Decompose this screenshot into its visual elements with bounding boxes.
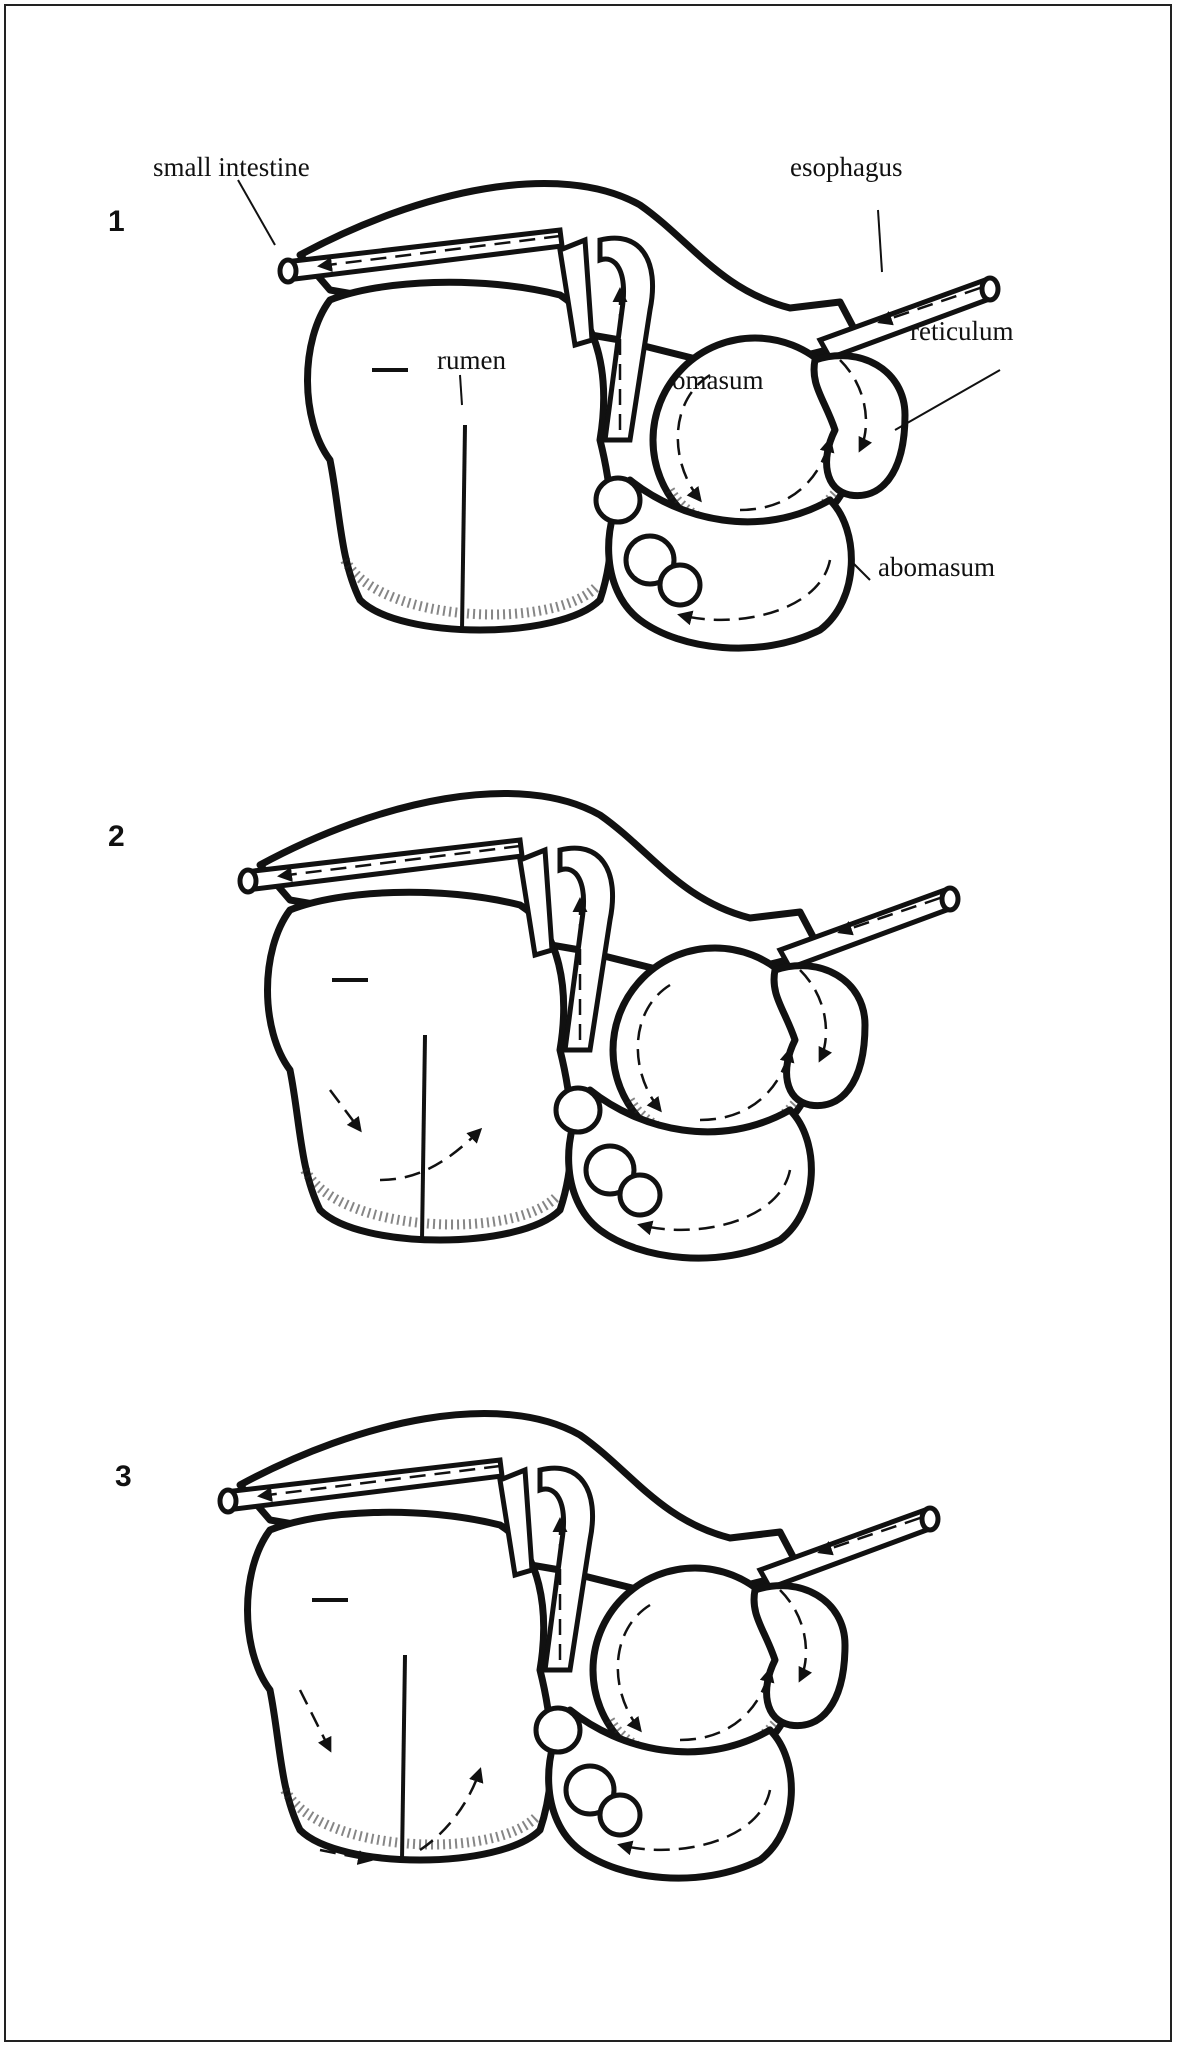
stomach-diagram-3 [0, 1290, 1178, 1930]
panel-2: 2 [0, 660, 1178, 1300]
label-rumen: rumen [437, 345, 506, 376]
stomach-diagram-2 [0, 660, 1178, 1300]
label-reticulum: reticulum [910, 316, 1013, 347]
label-esophagus: esophagus [790, 152, 902, 183]
panel-number: 1 [108, 205, 125, 239]
panel-number: 3 [115, 1460, 132, 1494]
panel-3: 3 [0, 1290, 1178, 1930]
label-small-intestine: small intestine [153, 152, 310, 183]
label-abomasum: abomasum [878, 552, 995, 583]
stomach-diagram-1 [0, 40, 1178, 680]
panel-number: 2 [108, 820, 125, 854]
label-omasum: omasum [672, 365, 764, 396]
panel-1: 1 small intestine esophagus reticulum ru… [0, 40, 1178, 680]
